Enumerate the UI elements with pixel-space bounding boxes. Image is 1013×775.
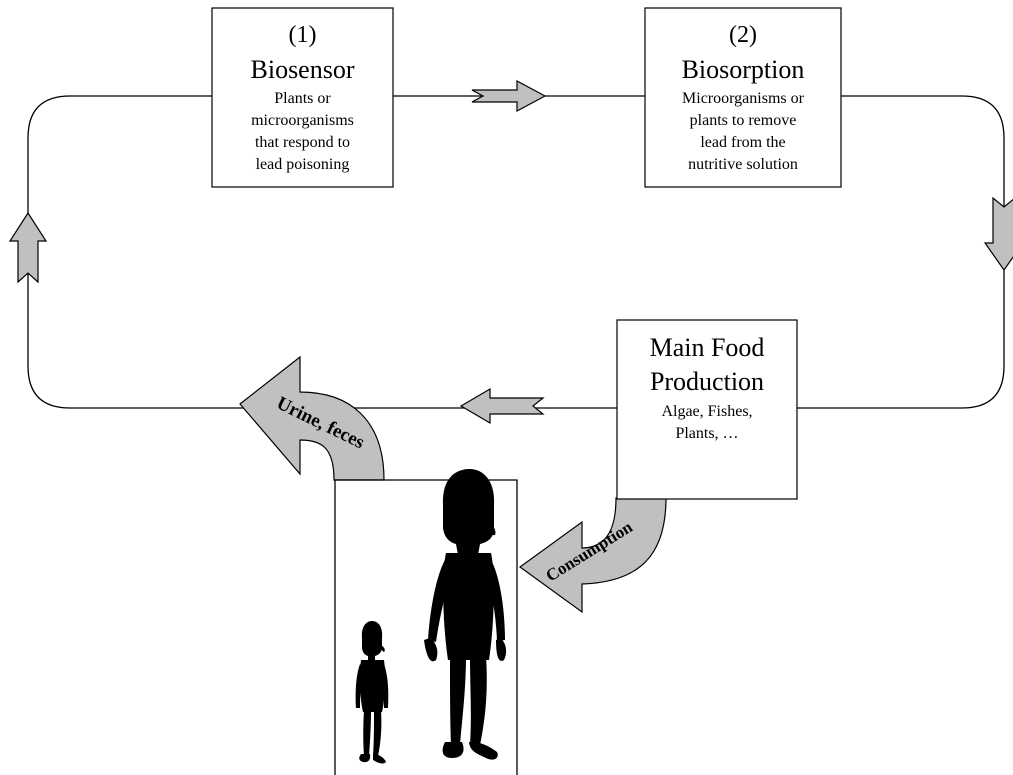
food-desc-line: Plants, … — [675, 425, 738, 442]
biosensor-title: Biosensor — [251, 55, 355, 84]
down-arrow-icon — [983, 196, 1013, 272]
biosorption-box: (2) Biosorption Microorganisms or plants… — [644, 7, 842, 188]
people-box — [334, 468, 518, 775]
biosorption-number: (2) — [729, 22, 757, 48]
up-arrow-icon — [8, 211, 48, 284]
biosensor-box: (1) Biosensor Plants or microorganisms t… — [211, 7, 394, 188]
biosorption-desc-line: Microorganisms or — [682, 90, 805, 107]
biosensor-desc-line: microorganisms — [251, 112, 354, 129]
excretion-curved-arrow: Urine, feces — [239, 355, 385, 481]
child-person-icon — [355, 621, 389, 764]
left-arrow-icon — [459, 387, 545, 425]
biosorption-desc-line: plants to remove — [690, 112, 797, 129]
consumption-curved-arrow: Consumption — [518, 497, 667, 614]
right-arrow-icon — [471, 79, 547, 113]
food-title-line: Production — [650, 367, 764, 396]
biosorption-desc-line: lead from the — [700, 134, 785, 151]
food-title-line: Main Food — [650, 333, 765, 362]
food-production-box: Main Food Production Algae, Fishes, Plan… — [616, 319, 798, 500]
biosensor-number: (1) — [289, 22, 317, 48]
biosensor-desc-line: that respond to — [255, 134, 350, 151]
biosorption-title: Biosorption — [682, 55, 805, 84]
biosorption-desc-line: nutritive solution — [688, 156, 798, 173]
adult-person-icon — [424, 468, 507, 760]
biosensor-desc-line: lead poisoning — [256, 156, 350, 173]
food-desc-line: Algae, Fishes, — [661, 403, 752, 420]
biosensor-desc-line: Plants or — [274, 90, 331, 107]
